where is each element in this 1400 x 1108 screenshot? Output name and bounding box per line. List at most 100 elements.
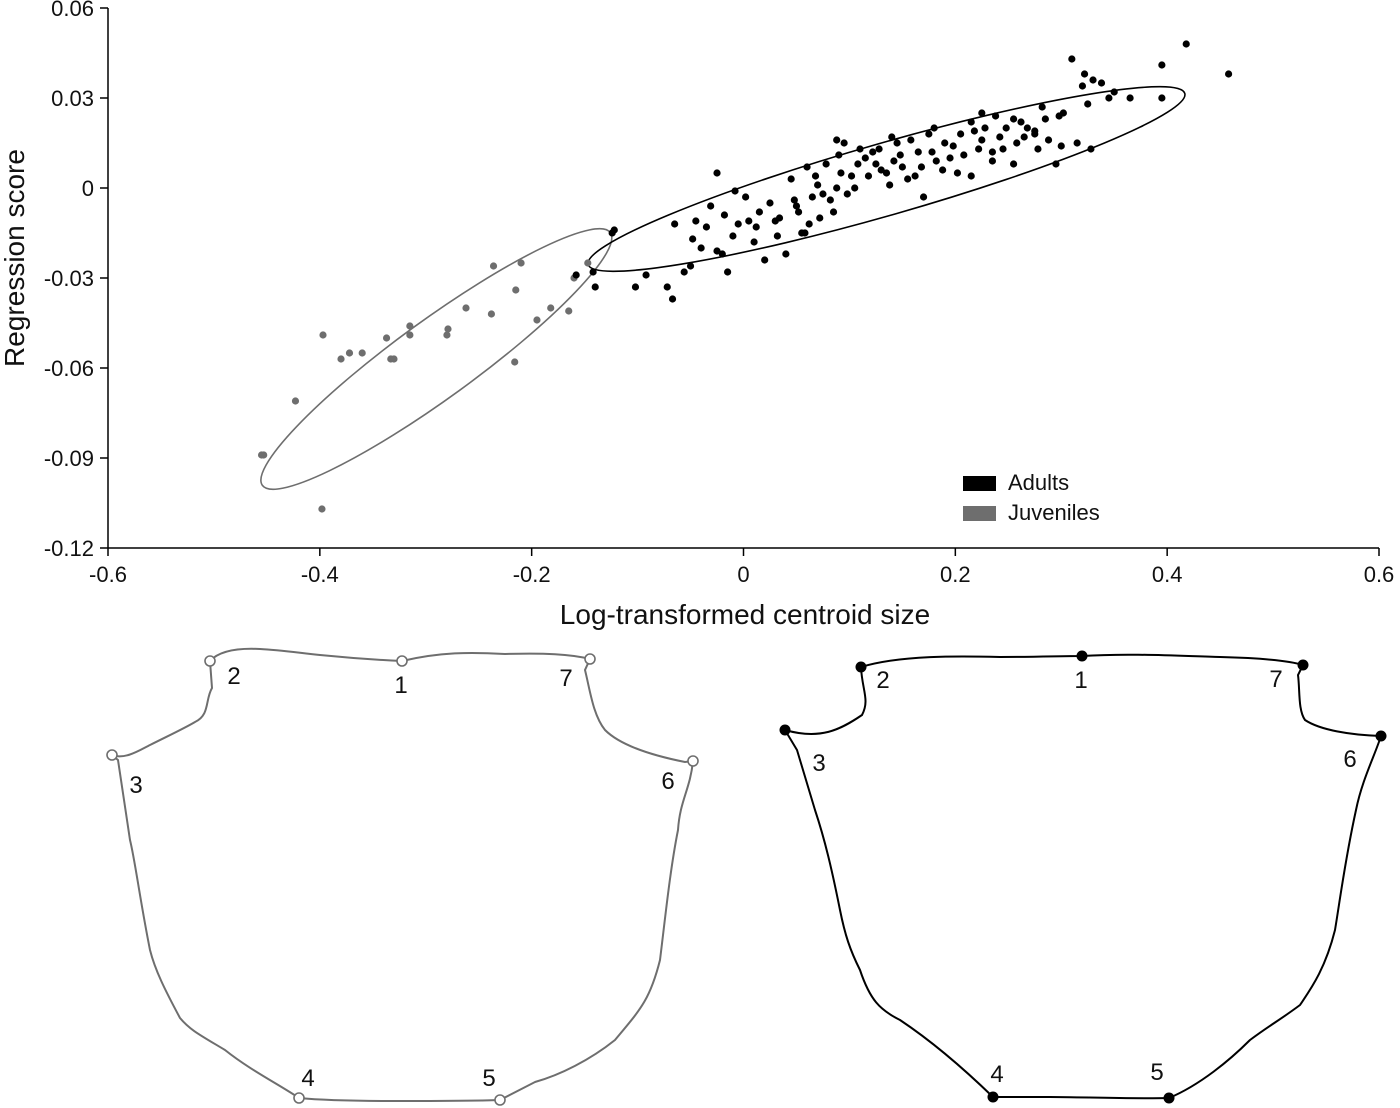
juveniles-landmark-marker: [494, 1094, 506, 1106]
adults-landmark-marker: [1076, 650, 1088, 662]
point-adults: [1034, 145, 1042, 153]
point-adults: [886, 181, 894, 189]
point-adults: [843, 190, 851, 198]
juveniles-landmark-marker: [584, 653, 596, 665]
point-adults: [1126, 94, 1134, 102]
point-adults: [925, 130, 933, 138]
juveniles-landmark-label: 6: [661, 768, 674, 795]
juveniles-landmark-label: 4: [301, 1065, 314, 1092]
point-adults: [1097, 79, 1106, 87]
point-adults: [856, 145, 864, 153]
point-adults: [854, 160, 862, 168]
point-adults: [946, 154, 954, 162]
point-adults: [814, 181, 822, 189]
point-adults: [811, 172, 820, 180]
legend-swatch-adults: [963, 476, 996, 491]
point-adults: [1110, 88, 1118, 96]
point-adults: [761, 256, 769, 264]
point-juveniles: [358, 349, 366, 357]
point-adults: [988, 157, 997, 165]
point-adults: [919, 193, 928, 201]
point-adults: [729, 232, 737, 240]
point-juveniles: [512, 286, 520, 294]
point-adults: [808, 193, 816, 201]
point-adults: [816, 214, 824, 222]
point-adults: [833, 184, 841, 192]
point-adults: [864, 172, 873, 180]
point-adults: [707, 202, 715, 210]
x-tick-label: 0: [737, 562, 749, 587]
point-juveniles: [390, 355, 398, 363]
point-adults: [991, 112, 1000, 120]
point-adults: [840, 139, 848, 147]
juveniles-landmark-label: 3: [129, 772, 142, 799]
point-adults: [686, 262, 695, 270]
point-adults: [890, 157, 898, 165]
point-adults: [882, 169, 891, 177]
point-adults: [1078, 82, 1087, 90]
point-adults: [713, 169, 721, 177]
y-tick-label: 0.03: [51, 86, 94, 111]
point-adults: [805, 220, 813, 228]
adults-landmark-label: 4: [990, 1061, 1003, 1088]
point-adults: [822, 160, 830, 168]
point-adults: [847, 172, 856, 180]
point-adults: [1017, 118, 1025, 126]
point-juveniles: [462, 304, 470, 312]
point-adults: [970, 127, 978, 135]
point-adults: [1059, 109, 1067, 117]
point-adults: [939, 166, 947, 174]
point-adults: [888, 133, 896, 141]
juveniles-landmark-label: 1: [394, 672, 407, 699]
x-axis-label: Log-transformed centroid size: [560, 599, 930, 630]
ellipse-adults: [587, 85, 1186, 273]
point-juveniles: [337, 355, 345, 363]
juveniles-landmark-marker: [204, 655, 216, 667]
point-adults: [877, 166, 885, 174]
point-adults: [731, 187, 739, 195]
x-tick-label: 0.4: [1152, 562, 1183, 587]
point-adults: [697, 244, 705, 252]
adults-landmark-label: 2: [876, 667, 889, 694]
point-juveniles: [291, 397, 300, 405]
point-adults: [692, 217, 700, 225]
point-adults: [875, 145, 883, 153]
point-juveniles: [547, 304, 555, 312]
x-tick-label: -0.2: [513, 562, 551, 587]
adults-landmark-marker: [855, 661, 867, 673]
adults-landmark-marker: [779, 724, 791, 736]
x-tick-label: -0.6: [89, 562, 127, 587]
point-adults: [572, 271, 580, 279]
point-adults: [1038, 103, 1046, 111]
point-adults: [724, 268, 732, 276]
point-adults: [755, 208, 763, 216]
point-juveniles: [406, 322, 414, 330]
point-adults: [689, 235, 697, 243]
point-adults: [941, 139, 949, 147]
point-adults: [1002, 124, 1010, 132]
point-juveniles: [584, 259, 592, 267]
point-adults: [792, 202, 801, 210]
point-adults: [663, 283, 671, 291]
point-adults: [1087, 145, 1095, 153]
point-adults: [718, 250, 726, 258]
point-adults: [713, 247, 721, 255]
x-tick-label: -0.4: [301, 562, 339, 587]
legend-swatch-juveniles: [963, 506, 996, 521]
point-adults: [917, 163, 926, 171]
point-adults: [907, 136, 915, 144]
point-adults: [928, 148, 936, 156]
juveniles-landmark-label: 5: [482, 1065, 495, 1092]
point-adults: [960, 151, 968, 159]
point-adults: [1224, 70, 1233, 78]
y-ticks: 0.060.030-0.03-0.06-0.09-0.12: [44, 0, 108, 561]
point-adults: [1182, 40, 1190, 48]
y-tick-label: -0.06: [44, 356, 94, 381]
point-adults: [1013, 139, 1021, 147]
data-points: [257, 40, 1233, 513]
adults-landmark-marker: [1297, 659, 1309, 671]
